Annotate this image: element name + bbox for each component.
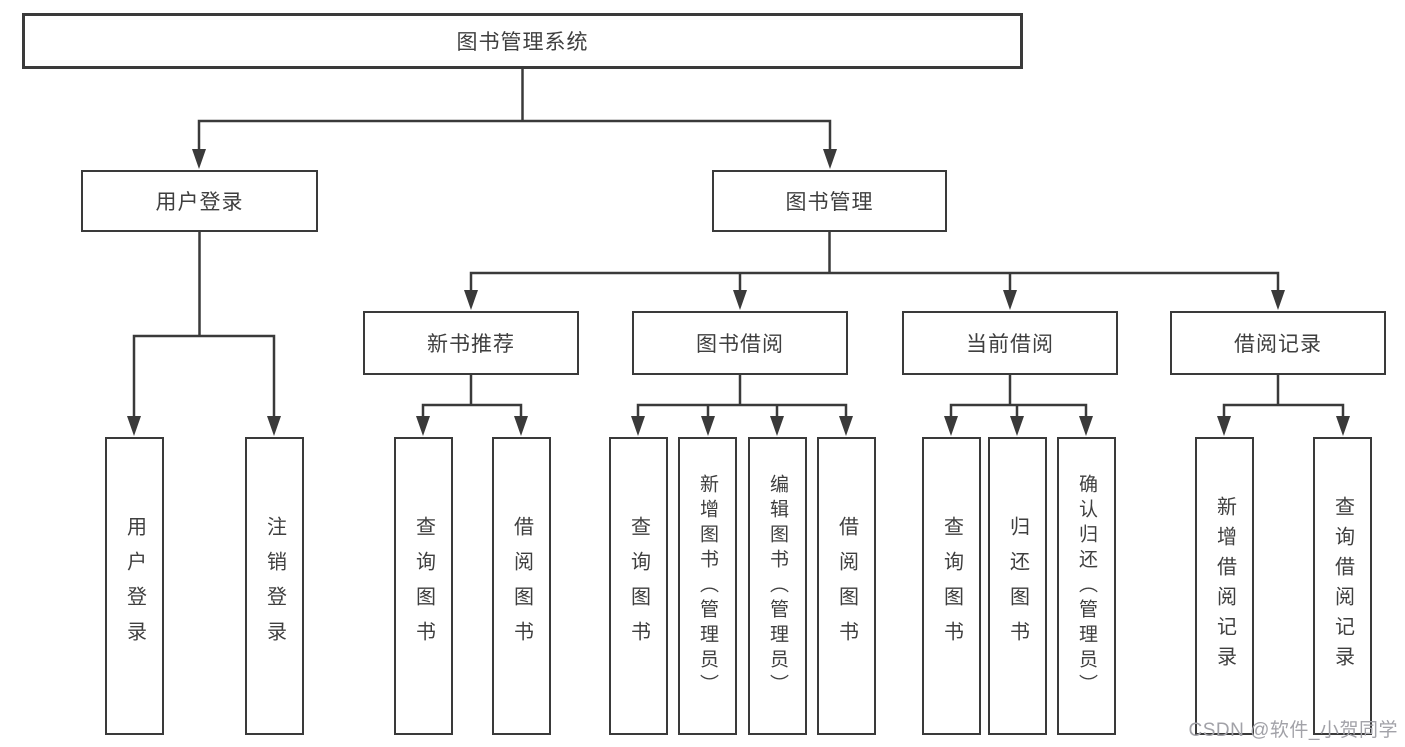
leaf-query-book-current-label: 查询图书	[940, 516, 963, 656]
leaf-add-book-admin: 新增图书（管理员）	[678, 437, 737, 735]
node-book-management-label: 图书管理	[785, 191, 874, 214]
leaf-user-login-label: 用户登录	[123, 516, 146, 656]
node-user-login: 用户登录	[81, 170, 318, 232]
leaf-add-borrow-record: 新增借阅记录	[1195, 437, 1254, 735]
leaf-edit-book-admin-label: 编辑图书（管理员）	[767, 473, 788, 699]
connector-book-mgmt-to-level3	[464, 232, 1285, 310]
leaf-borrow-book-recommend: 借阅图书	[492, 437, 551, 735]
node-book-borrow: 图书借阅	[632, 311, 848, 375]
node-book-borrow-label: 图书借阅	[696, 333, 784, 356]
leaf-query-book-borrow: 查询图书	[609, 437, 668, 735]
leaf-return-book-label: 归还图书	[1006, 516, 1029, 656]
connector-records-children	[1217, 375, 1350, 436]
leaf-borrow-book-borrow-label: 借阅图书	[835, 516, 858, 656]
node-borrow-records: 借阅记录	[1170, 311, 1386, 375]
connector-user-login-children	[127, 232, 281, 436]
leaf-query-borrow-record-label: 查询借阅记录	[1331, 496, 1354, 676]
leaf-query-book-recommend: 查询图书	[394, 437, 453, 735]
leaf-logout-login-label: 注销登录	[263, 516, 286, 656]
leaf-add-book-admin-label: 新增图书（管理员）	[697, 473, 718, 699]
leaf-confirm-return-admin-label: 确认归还（管理员）	[1076, 473, 1097, 699]
node-library-system-label: 图书管理系统	[456, 31, 589, 54]
leaf-borrow-book-recommend-label: 借阅图书	[510, 516, 533, 656]
node-current-borrow: 当前借阅	[902, 311, 1118, 375]
node-library-system: 图书管理系统	[22, 13, 1023, 69]
leaf-confirm-return-admin: 确认归还（管理员）	[1057, 437, 1116, 735]
node-new-book-recommend: 新书推荐	[363, 311, 579, 375]
connector-root-to-level2	[192, 69, 837, 169]
node-new-book-recommend-label: 新书推荐	[427, 333, 515, 356]
leaf-user-login: 用户登录	[105, 437, 164, 735]
node-borrow-records-label: 借阅记录	[1234, 333, 1322, 356]
leaf-query-book-current: 查询图书	[922, 437, 981, 735]
connector-borrow-children	[631, 375, 853, 436]
node-book-management: 图书管理	[712, 170, 947, 232]
leaf-query-book-recommend-label: 查询图书	[412, 516, 435, 656]
leaf-query-book-borrow-label: 查询图书	[627, 516, 650, 656]
leaf-return-book: 归还图书	[988, 437, 1047, 735]
csdn-watermark: CSDN @软件_小贺同学	[1188, 720, 1398, 741]
leaf-borrow-book-borrow: 借阅图书	[817, 437, 876, 735]
leaf-query-borrow-record: 查询借阅记录	[1313, 437, 1372, 735]
connector-newbook-children	[416, 375, 528, 436]
connector-current-children	[944, 375, 1093, 436]
leaf-logout-login: 注销登录	[245, 437, 304, 735]
node-current-borrow-label: 当前借阅	[966, 333, 1054, 356]
leaf-add-borrow-record-label: 新增借阅记录	[1213, 496, 1236, 676]
leaf-edit-book-admin: 编辑图书（管理员）	[748, 437, 807, 735]
node-user-login-label: 用户登录	[155, 191, 244, 214]
